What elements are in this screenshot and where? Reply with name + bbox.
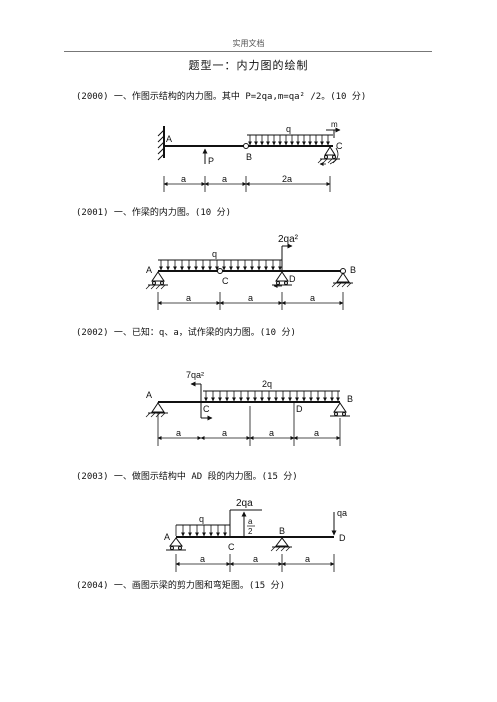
dim-3: a <box>269 428 274 438</box>
label-D: D <box>296 404 303 414</box>
question-2001: (2001) 一、作梁的内力图。(10 分) <box>76 208 232 218</box>
dim-2: a <box>253 554 258 564</box>
dim-1: a <box>186 293 191 303</box>
page-header: 实用文档 <box>232 39 265 48</box>
question-2003: (2003) 一、做图示结构中 AD 段的内力图。(15 分) <box>76 472 298 482</box>
dim-2: a <box>222 174 227 184</box>
dim-1: a <box>181 174 186 184</box>
question-2004: (2004) 一、画图示梁的剪力图和弯矩图。(15 分) <box>76 581 286 591</box>
label-m: m <box>331 120 338 129</box>
label-q: q <box>286 124 291 134</box>
label-frac-num: a <box>248 517 253 526</box>
label-q: q <box>212 249 217 259</box>
label-A: A <box>164 532 170 542</box>
label-A: A <box>166 134 172 144</box>
label-D: D <box>339 533 346 543</box>
figure-2003-beam: A B C D q 2qa a 2 qa a a a <box>164 498 347 572</box>
dim-3: 2a <box>282 174 292 184</box>
page-title: 题型一：内力图的绘制 <box>188 59 309 72</box>
dim-3: a <box>305 554 310 564</box>
question-2002: (2002) 一、已知：q、a，试作梁的内力图。(10 分) <box>76 328 296 338</box>
dim-3: a <box>310 293 315 303</box>
dim-2: a <box>222 428 227 438</box>
label-force-2qa: 2qa <box>236 498 253 509</box>
label-B: B <box>350 265 356 275</box>
label-B: B <box>279 526 285 536</box>
dim-2: a <box>248 293 253 303</box>
label-q: q <box>199 514 204 524</box>
label-q: 2q <box>262 379 272 389</box>
question-2000: (2000) 一、作图示结构的内力图。其中 P=2qa,m=qa² /2。(10… <box>76 92 367 102</box>
label-C: C <box>228 542 235 552</box>
label-force-qa: qa <box>337 508 347 518</box>
label-P: P <box>208 156 214 166</box>
label-moment: 7qa² <box>186 370 204 380</box>
label-B: B <box>246 152 252 162</box>
label-C: C <box>222 276 229 286</box>
dim-4: a <box>314 428 319 438</box>
figure-2000-beam: A B C P q m a a 2a <box>157 120 343 192</box>
label-frac-den: 2 <box>248 527 253 536</box>
header-rule <box>64 51 432 52</box>
label-moment: 2qa² <box>278 234 299 245</box>
label-A: A <box>146 265 152 275</box>
dim-1: a <box>200 554 205 564</box>
label-A: A <box>146 390 152 400</box>
figure-2002-beam: A B C D 2q 7qa² a a a a <box>145 370 353 446</box>
label-B: B <box>347 394 353 404</box>
label-D: D <box>289 274 296 284</box>
label-C: C <box>203 404 210 414</box>
label-C: C <box>336 141 343 151</box>
figure-2001-beam: A B C D q 2qa² a a a <box>145 234 356 310</box>
dim-1: a <box>176 428 181 438</box>
